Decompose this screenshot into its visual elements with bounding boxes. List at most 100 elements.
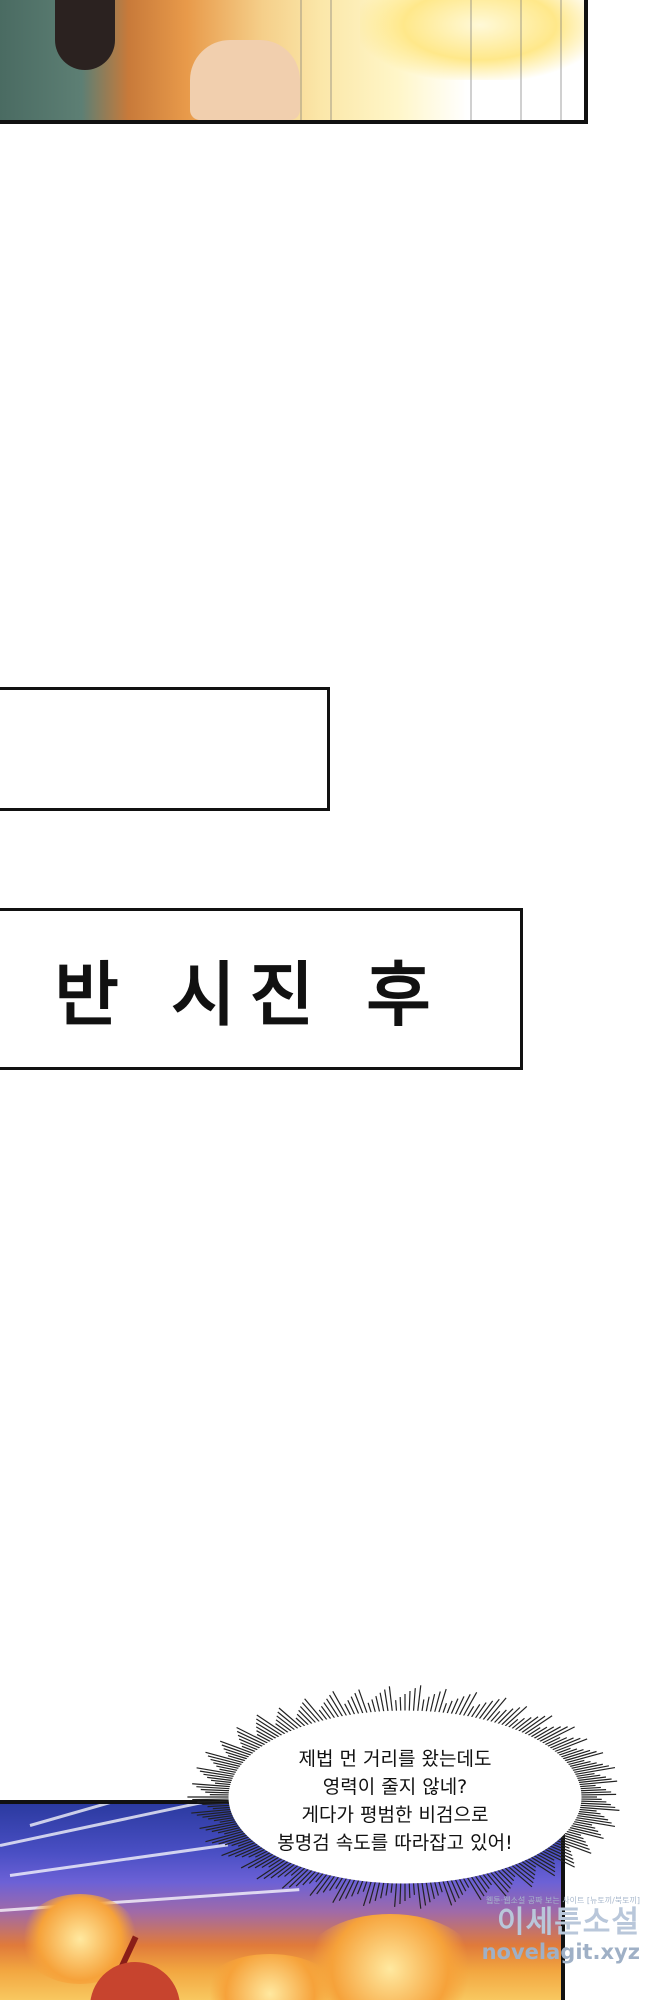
bubble-spike (284, 1864, 299, 1877)
bubble-spike (569, 1760, 591, 1768)
bubble-spike (275, 1723, 289, 1734)
bubble-spike (255, 1722, 280, 1738)
bubble-spike (344, 1703, 352, 1716)
speed-line (300, 0, 302, 120)
speed-line (560, 0, 562, 120)
speech-line: 영력이 줄지 않네? (322, 1776, 468, 1798)
bubble-spike (219, 1768, 237, 1773)
bubble-spike (536, 1726, 561, 1741)
bubble-spike (208, 1814, 234, 1820)
bubble-spike (524, 1859, 537, 1868)
bubble-spike (219, 1819, 236, 1823)
bubble-spike (572, 1822, 596, 1829)
bubble-spike (504, 1706, 528, 1727)
bubble-spike (318, 1709, 328, 1721)
light-glow-art (360, 0, 584, 80)
bubble-spike (304, 1698, 324, 1722)
bubble-spike (200, 1788, 230, 1792)
bubble-spike (248, 1848, 266, 1858)
bubble-spike (466, 1877, 482, 1901)
bubble-spike (446, 1880, 457, 1903)
bubble-spike (562, 1749, 591, 1760)
bubble-spike (486, 1872, 507, 1897)
bubble-spike (356, 1880, 364, 1895)
bubble-spike (223, 1748, 250, 1758)
speech-bubble (187, 1685, 620, 1909)
bubble-spike (412, 1688, 416, 1712)
bubble-spike (240, 1742, 259, 1751)
bubble-spike (256, 1718, 283, 1736)
bubble-spike (388, 1686, 393, 1712)
bubble-spike (501, 1868, 515, 1882)
bubble-spike (375, 1695, 381, 1713)
bubble-spike (196, 1767, 236, 1775)
bubble-spike (572, 1763, 603, 1772)
bubble-spike (501, 1707, 521, 1726)
bubble-spike (558, 1748, 578, 1756)
bubble-spike (454, 1879, 464, 1895)
bubble-spike (323, 1702, 336, 1719)
bubble-spike (417, 1882, 422, 1909)
bubble-spike (241, 1745, 256, 1753)
bubble-spike (527, 1727, 541, 1736)
bubble-spike (569, 1826, 602, 1836)
bubble-spike (295, 1869, 313, 1887)
speed-line (470, 0, 472, 120)
bubble-spike (237, 1734, 263, 1747)
speech-bubble-text: 제법 먼 거리를 왔는데도 영력이 줄지 않네? 게다가 평범한 비검으로 봉명… (230, 1745, 560, 1857)
bubble-spike (462, 1691, 478, 1717)
bubble-spike (580, 1789, 607, 1792)
bubble-spike (493, 1709, 507, 1724)
bubble-spike (577, 1812, 605, 1818)
bubble-spike (236, 1726, 269, 1744)
bubble-spike (560, 1749, 584, 1758)
bubble-spike (576, 1814, 609, 1821)
bubble-spike (530, 1726, 548, 1738)
bubble-spike (270, 1862, 292, 1879)
bubble-spike (408, 1691, 411, 1712)
bubble-spike (281, 1867, 306, 1889)
bubble-spike (192, 1798, 230, 1801)
bubble-spike (210, 1758, 241, 1768)
bubble-spike (255, 1850, 269, 1858)
bubble-spike (390, 1882, 393, 1893)
bubble-spike (574, 1819, 616, 1828)
bubble-spike (544, 1736, 561, 1746)
bubble-spike (579, 1806, 620, 1811)
bubble-spike (558, 1838, 590, 1851)
bubble-spike (379, 1692, 385, 1712)
bubble-spike (368, 1881, 376, 1904)
bubble-spike (417, 1685, 422, 1712)
bubble-spike (268, 1858, 283, 1868)
bubble-spike (541, 1726, 575, 1744)
bubble-spike (240, 1851, 271, 1869)
bubble-spike (482, 1873, 492, 1886)
bubble-spike (221, 1841, 256, 1857)
bubble-spike (412, 1882, 416, 1895)
bubble-spike (562, 1834, 586, 1843)
bubble-spike (556, 1840, 592, 1854)
bubble-spike (438, 1688, 447, 1713)
bubble-spike (202, 1812, 233, 1818)
bubble-spike (254, 1855, 277, 1869)
bubble-spike (576, 1774, 601, 1780)
bubble-spike (399, 1882, 402, 1904)
bubble-spike (478, 1700, 494, 1720)
bubble-body (228, 1710, 582, 1884)
bubble-spike (238, 1738, 261, 1749)
bubble-spike (213, 1762, 240, 1770)
bubble-spike (549, 1845, 573, 1857)
bubble-spike (322, 1875, 336, 1893)
bubble-spike (385, 1882, 389, 1896)
bubble-spike (350, 1696, 360, 1715)
bubble-spike (478, 1874, 490, 1889)
bubble-spike (575, 1772, 595, 1778)
bubble-spike (551, 1843, 572, 1853)
bubble-spike (301, 1702, 320, 1723)
bubble-spike (482, 1698, 500, 1721)
bubble-spike (573, 1765, 610, 1773)
bubble-spike (536, 1853, 555, 1865)
bubble-spike (205, 1751, 244, 1764)
bubble-spike (533, 1726, 555, 1739)
bubble-spike (296, 1713, 309, 1726)
